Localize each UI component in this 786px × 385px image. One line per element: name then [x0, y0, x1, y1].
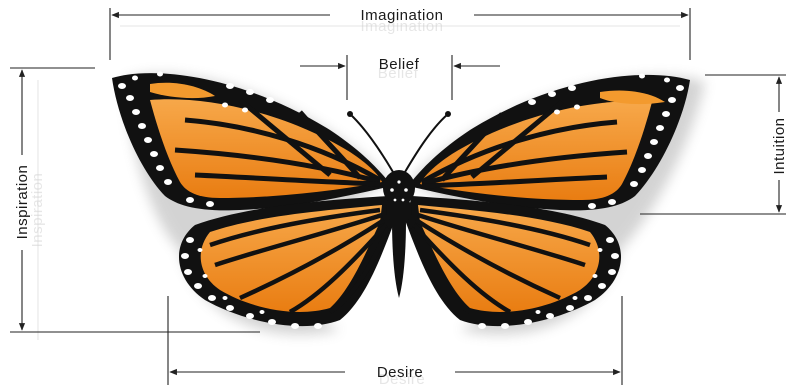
butterfly-illustration — [112, 72, 690, 330]
imagination-label: Imagination — [360, 7, 443, 24]
desire-label: Desire — [377, 364, 423, 381]
left-antenna-tip — [347, 111, 353, 117]
belief-label: Belief — [379, 56, 420, 73]
intuition-label: Intuition — [771, 117, 786, 174]
right-antenna-tip — [445, 111, 451, 117]
inspiration-label: Inspiration — [14, 165, 31, 240]
